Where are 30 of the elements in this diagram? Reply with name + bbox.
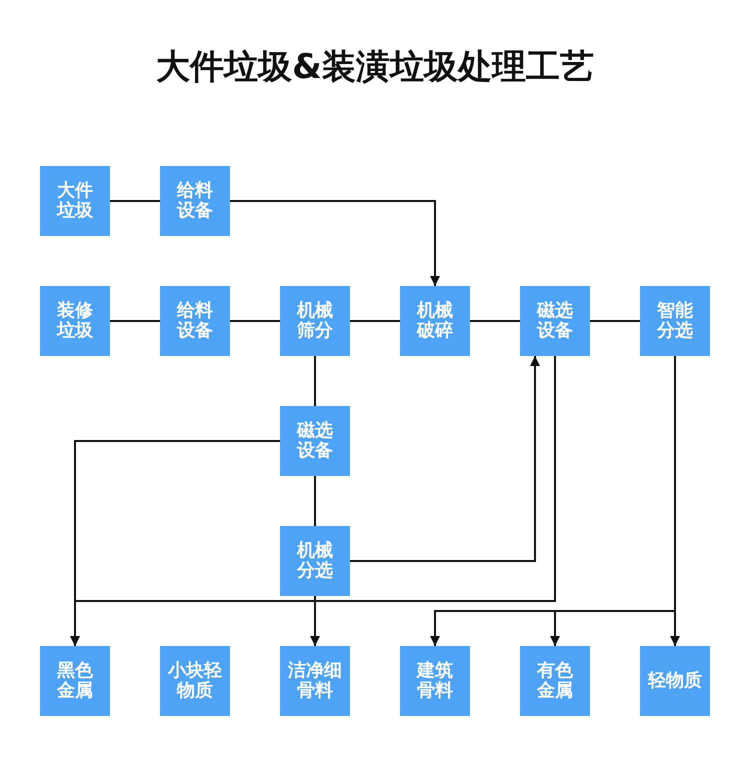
process-box: 机械分选 — [280, 526, 350, 596]
connector-line — [230, 320, 280, 322]
connector-line — [314, 476, 316, 526]
process-box: 磁选设备 — [520, 286, 590, 356]
connector-line — [110, 200, 160, 202]
process-box: 给料设备 — [160, 286, 230, 356]
process-box: 给料设备 — [160, 166, 230, 236]
process-box: 装修垃圾 — [40, 286, 110, 356]
process-box: 智能分选 — [640, 286, 710, 356]
arrow — [230, 200, 440, 286]
process-box: 机械筛分 — [280, 286, 350, 356]
process-box: 有色金属 — [520, 646, 590, 716]
process-box: 轻物质 — [640, 646, 710, 716]
connector-line — [350, 320, 400, 322]
process-box: 机械破碎 — [400, 286, 470, 356]
connector-line — [110, 320, 160, 322]
connector-line — [314, 356, 316, 406]
title: 大件垃圾&装潢垃圾处理工艺 — [156, 47, 594, 87]
process-box: 磁选设备 — [280, 406, 350, 476]
arrow — [310, 596, 320, 646]
process-box: 黑色金属 — [40, 646, 110, 716]
process-box: 洁净细骨料 — [280, 646, 350, 716]
arrow — [350, 356, 540, 562]
process-box: 建筑骨料 — [400, 646, 470, 716]
connector-line — [590, 320, 640, 322]
arrow — [70, 356, 556, 646]
process-box: 大件垃圾 — [40, 166, 110, 236]
connector-line — [470, 320, 520, 322]
process-box: 小块轻物质 — [160, 646, 230, 716]
arrow — [670, 356, 680, 646]
